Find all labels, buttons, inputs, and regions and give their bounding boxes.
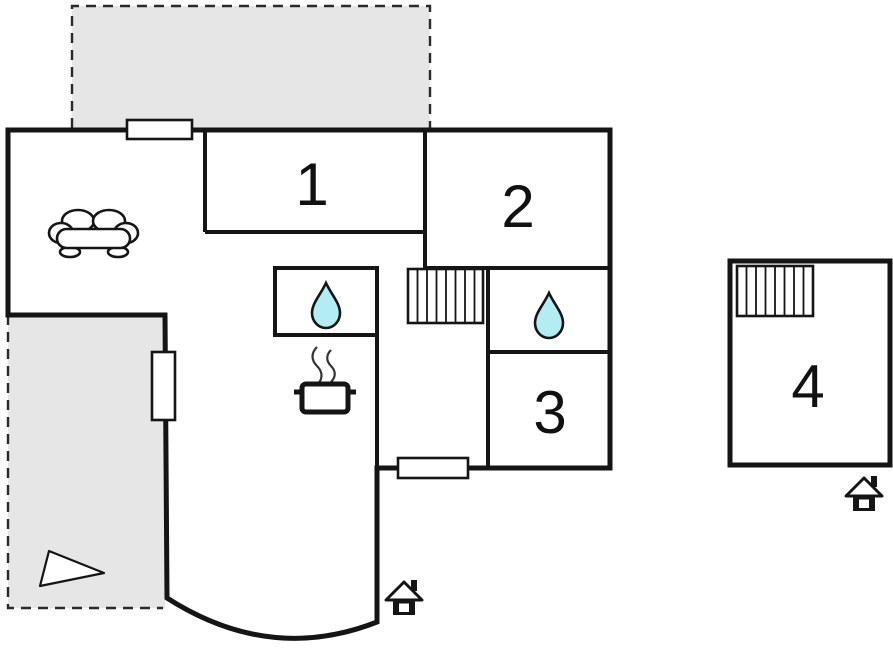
sofa-icon — [47, 208, 140, 259]
room-label-2: 2 — [501, 173, 534, 240]
terrace-top — [70, 4, 432, 128]
window-icon-left — [150, 350, 177, 422]
terrace-left — [6, 315, 165, 610]
terrace-triangle-icon — [38, 549, 106, 588]
entrance-icon-annex — [844, 474, 884, 513]
window-icon-bottom — [396, 456, 470, 480]
stove-icon — [294, 346, 356, 415]
entrance-icon-main — [384, 578, 424, 617]
interior-walls — [203, 130, 610, 468]
room-label-4: 4 — [791, 353, 824, 420]
window-icon-top — [125, 118, 194, 141]
room-label-1: 1 — [295, 151, 328, 218]
room-label-3: 3 — [533, 379, 566, 446]
stairs-icon-annex — [735, 264, 815, 318]
stairs-icon — [406, 267, 485, 325]
